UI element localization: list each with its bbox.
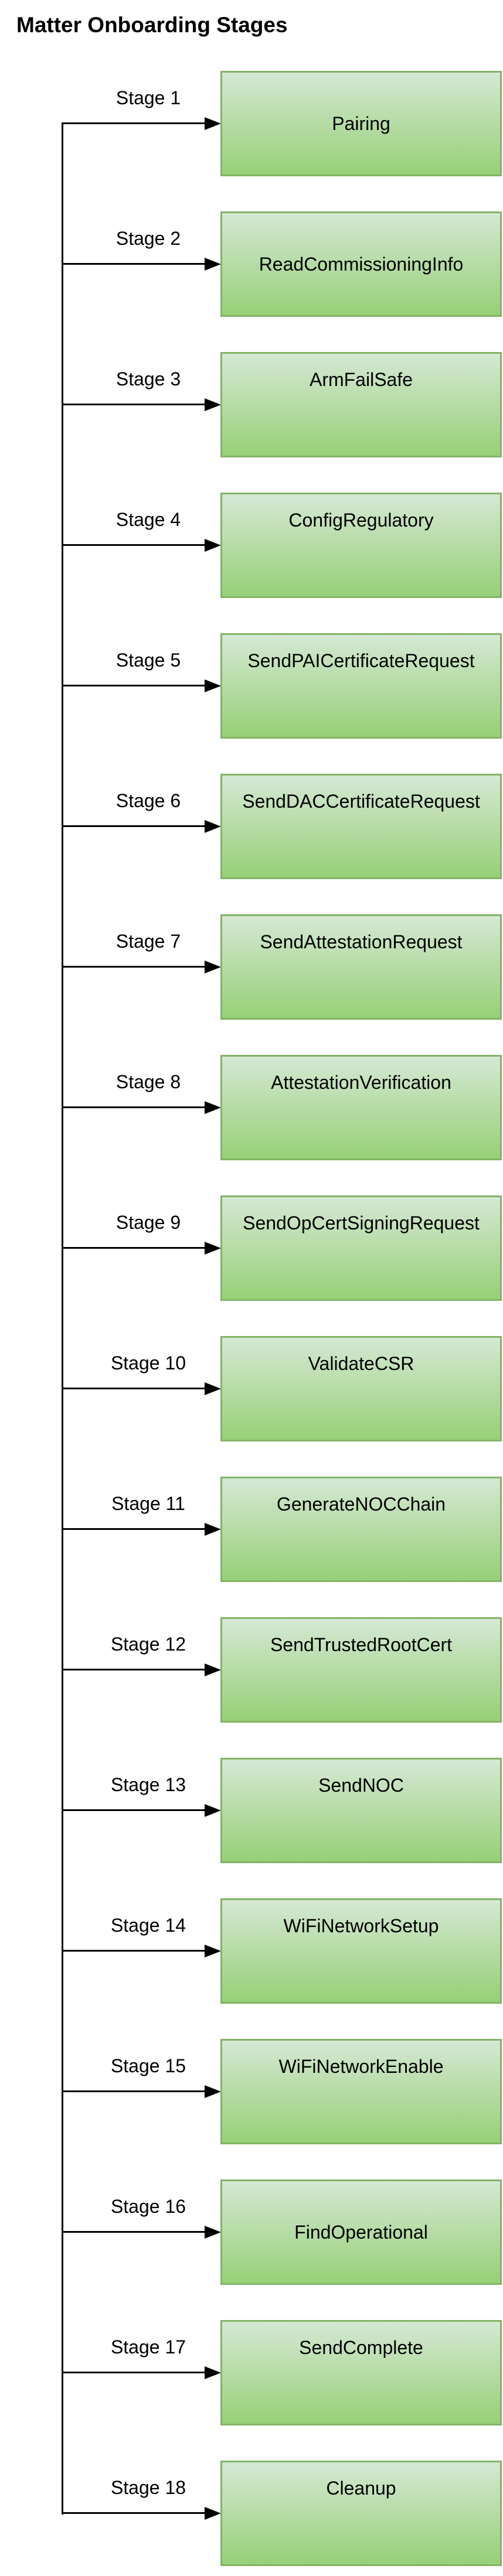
- stage-box: AttestationVerification: [220, 1055, 502, 1160]
- stage-box-label: ArmFailSafe: [309, 369, 413, 390]
- stage-label: Stage 15: [110, 2055, 186, 2076]
- stage-box: WiFiNetworkSetup: [220, 1898, 502, 2004]
- stage-box-label: AttestationVerification: [271, 1072, 451, 1093]
- stage-label: Stage 13: [110, 1774, 186, 1795]
- connector-branch-line: [62, 263, 205, 265]
- stage-label: Stage 16: [110, 2196, 186, 2217]
- stage-box-label: SendTrustedRootCert: [270, 1634, 453, 1655]
- arrowhead-icon: [205, 1382, 221, 1395]
- stage-box-label: ConfigRegulatory: [288, 510, 434, 531]
- stage-box: WiFiNetworkEnable: [220, 2039, 502, 2144]
- stage-label: Stage 2: [115, 228, 181, 249]
- stage-box: SendOpCertSigningRequest: [220, 1195, 502, 1301]
- stage-box-label: SendNOC: [318, 1775, 404, 1796]
- stage-label: Stage 18: [110, 2477, 186, 2498]
- connector-branch-line: [62, 2512, 205, 2514]
- arrowhead-icon: [205, 1804, 221, 1817]
- connector-branch-line: [62, 966, 205, 968]
- arrowhead-icon: [205, 1242, 221, 1255]
- arrowhead-icon: [205, 961, 221, 973]
- connector-branch-line: [62, 2231, 205, 2233]
- stage-box-label: SendPAICertificateRequest: [247, 650, 475, 671]
- stage-box-label: SendAttestationRequest: [260, 931, 463, 952]
- stage-box-label: SendComplete: [299, 2337, 423, 2358]
- arrowhead-icon: [205, 1101, 221, 1114]
- connector-branch-line: [62, 122, 205, 124]
- arrowhead-icon: [205, 679, 221, 692]
- connector-branch-line: [62, 1388, 205, 1389]
- connector-branch-line: [62, 685, 205, 686]
- stage-box: SendTrustedRootCert: [220, 1617, 502, 1723]
- connector-branch-line: [62, 1528, 205, 1530]
- stage-label: Stage 6: [115, 790, 181, 811]
- page-title: Matter Onboarding Stages: [16, 13, 288, 37]
- connector-branch-line: [62, 1950, 205, 1952]
- arrowhead-icon: [205, 2507, 221, 2520]
- connector-branch-line: [62, 1106, 205, 1108]
- stage-box-label: FindOperational: [294, 2222, 428, 2243]
- stage-label: Stage 10: [110, 1352, 186, 1374]
- stage-box: FindOperational: [220, 2179, 502, 2285]
- stage-box-label: Cleanup: [326, 2478, 396, 2499]
- stage-box: Cleanup: [220, 2461, 502, 2566]
- connector-branch-line: [62, 2372, 205, 2373]
- connector-branch-line: [62, 825, 205, 827]
- arrowhead-icon: [205, 2226, 221, 2239]
- arrowhead-icon: [205, 820, 221, 833]
- stage-box-label: GenerateNOCChain: [276, 1494, 446, 1515]
- stage-label: Stage 11: [111, 1493, 185, 1514]
- connector-branch-line: [62, 404, 205, 405]
- stage-label: Stage 9: [115, 1212, 181, 1233]
- connector-branch-line: [62, 2090, 205, 2092]
- stage-box: SendPAICertificateRequest: [220, 633, 502, 739]
- stage-label: Stage 4: [115, 509, 181, 530]
- arrowhead-icon: [205, 117, 221, 130]
- connector-branch-line: [62, 544, 205, 546]
- arrowhead-icon: [205, 1945, 221, 1957]
- stage-box-label: ValidateCSR: [308, 1353, 414, 1374]
- arrowhead-icon: [205, 539, 221, 552]
- stage-box: GenerateNOCChain: [220, 1477, 502, 1582]
- stage-label: Stage 17: [110, 2336, 186, 2358]
- arrowhead-icon: [205, 258, 221, 271]
- connector-trunk-line: [62, 122, 63, 2514]
- stage-box: SendAttestationRequest: [220, 914, 502, 1020]
- stage-box: ValidateCSR: [220, 1336, 502, 1441]
- stage-box-label: Pairing: [332, 113, 390, 134]
- stage-label: Stage 5: [115, 650, 181, 671]
- connector-branch-line: [62, 1669, 205, 1670]
- stage-box: SendNOC: [220, 1758, 502, 1863]
- stage-label: Stage 7: [115, 931, 181, 952]
- stage-box-label: WiFiNetworkEnable: [278, 2056, 444, 2077]
- stage-box: Pairing: [220, 71, 502, 176]
- arrowhead-icon: [205, 1523, 221, 1536]
- connector-branch-line: [62, 1247, 205, 1249]
- arrowhead-icon: [205, 398, 221, 411]
- stage-label: Stage 14: [110, 1915, 186, 1936]
- stage-label: Stage 12: [110, 1634, 186, 1655]
- arrowhead-icon: [205, 1663, 221, 1676]
- stage-box-label: WiFiNetworkSetup: [283, 1915, 439, 1936]
- stage-label: Stage 1: [115, 87, 181, 108]
- stage-box: ConfigRegulatory: [220, 493, 502, 598]
- stage-box: SendComplete: [220, 2320, 502, 2425]
- stage-box: ReadCommissioningInfo: [220, 211, 502, 317]
- stage-box: ArmFailSafe: [220, 352, 502, 457]
- stage-box-label: SendDACCertificateRequest: [242, 791, 480, 812]
- arrowhead-icon: [205, 2366, 221, 2379]
- stage-box: SendDACCertificateRequest: [220, 774, 502, 879]
- connector-branch-line: [62, 1809, 205, 1811]
- stage-label: Stage 8: [115, 1071, 181, 1092]
- stage-label: Stage 3: [115, 368, 181, 390]
- arrowhead-icon: [205, 2085, 221, 2098]
- stage-box-label: SendOpCertSigningRequest: [243, 1212, 480, 1234]
- stage-box-label: ReadCommissioningInfo: [259, 254, 464, 275]
